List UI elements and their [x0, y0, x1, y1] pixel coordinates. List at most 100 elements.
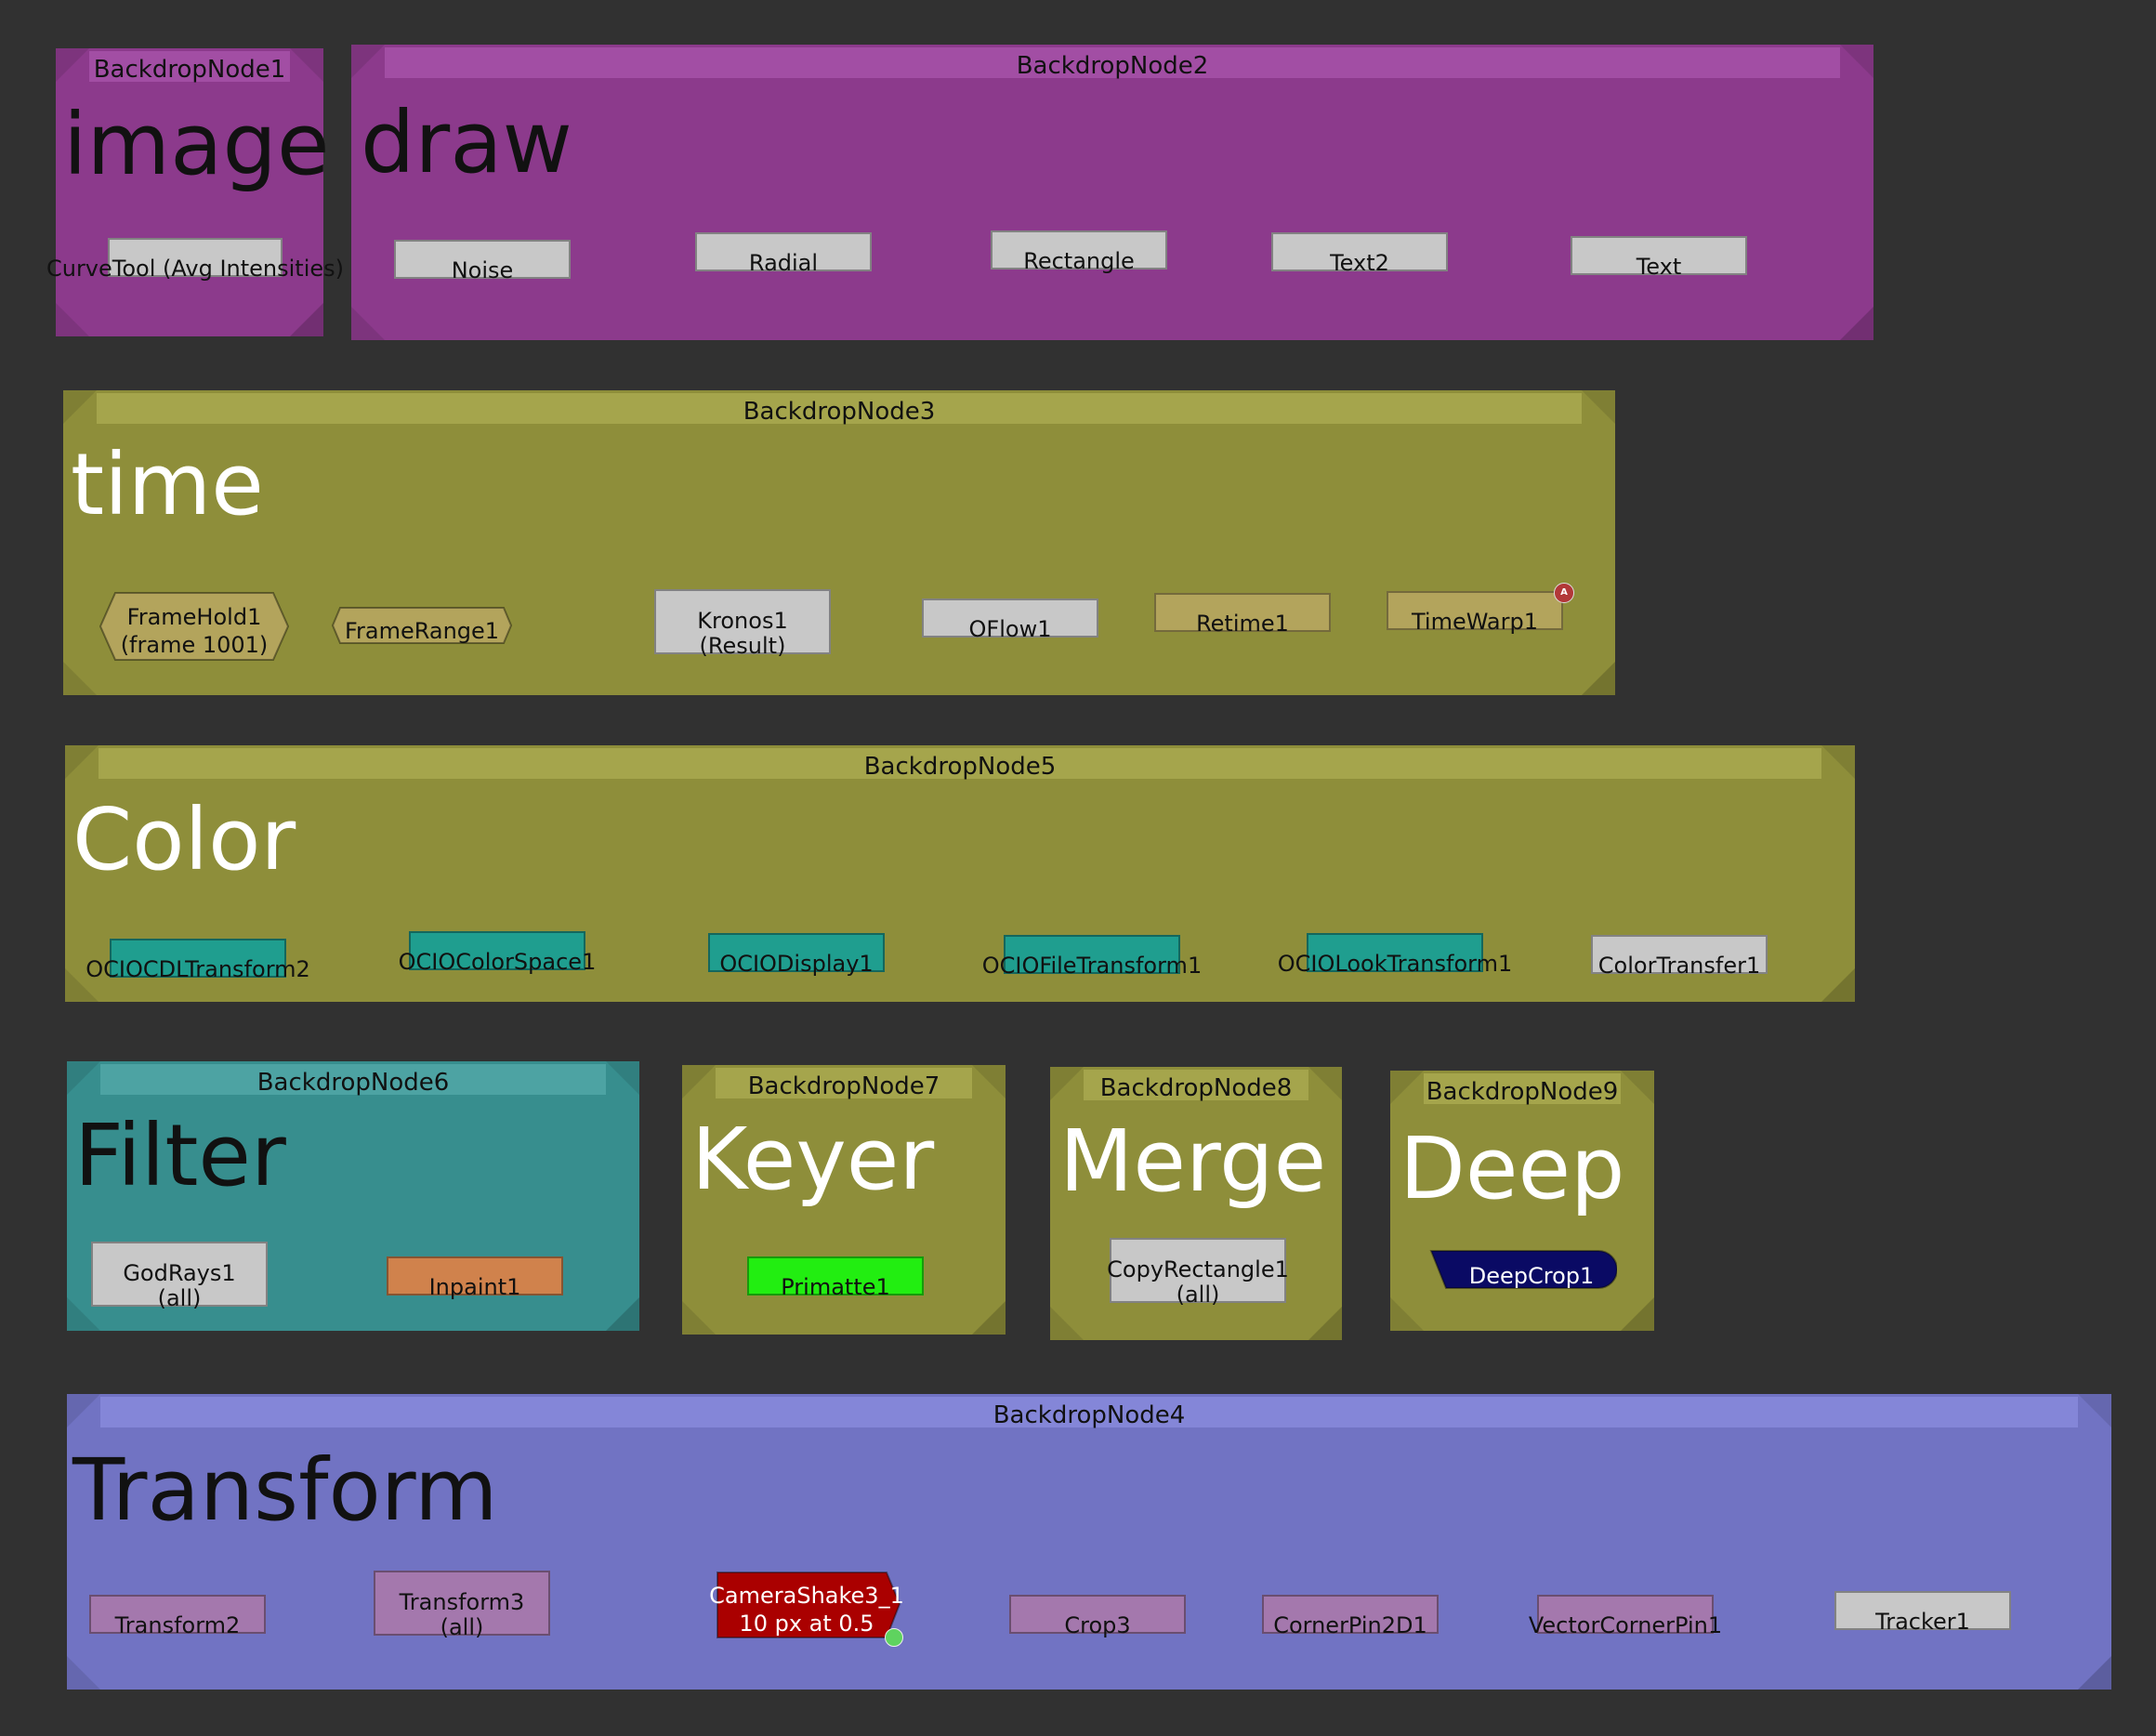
status-indicator-icon	[885, 1628, 903, 1647]
node-label: CopyRectangle1	[1107, 1256, 1289, 1283]
backdrop-corner	[67, 1656, 100, 1690]
backdrop-resize-handle[interactable]	[1308, 1307, 1342, 1340]
node-timewarp[interactable]: TimeWarp1	[1387, 591, 1563, 634]
backdrop-corner	[2078, 1394, 2111, 1427]
node-text2[interactable]: Text2	[1271, 232, 1448, 275]
backdrop-corner	[972, 1065, 1006, 1098]
node-label: TimeWarp1	[1411, 608, 1538, 635]
node-noise[interactable]: Noise	[394, 240, 571, 283]
node-camerashake[interactable]	[716, 1571, 901, 1639]
backdrop-resize-handle[interactable]	[1821, 968, 1855, 1002]
node-label: Crop3	[1064, 1611, 1131, 1638]
node-cornerpin2d[interactable]: CornerPin2D1	[1262, 1595, 1439, 1638]
backdrop-corner	[1050, 1307, 1084, 1340]
node-primatte[interactable]: Primatte1	[747, 1256, 924, 1299]
node-framehold[interactable]	[99, 591, 290, 662]
backdrop-corner	[351, 45, 385, 78]
backdrop-title: BackdropNode5	[99, 748, 1821, 781]
node-label: ColorTransfer1	[1597, 952, 1761, 979]
node-label: Rectangle	[1023, 247, 1135, 274]
node-oflow[interactable]: OFlow1	[922, 598, 1098, 642]
node-label: Tracker1	[1875, 1608, 1970, 1635]
backdrop-corner	[63, 390, 97, 424]
backdrop-title: BackdropNode1	[89, 51, 290, 84]
node-label: Primatte1	[781, 1273, 890, 1300]
node-rectangle[interactable]: Rectangle	[991, 230, 1167, 274]
backdrop-keyer[interactable]: BackdropNode7 Keyer	[682, 1065, 1006, 1335]
backdrop-corner	[682, 1301, 716, 1335]
node-tracker[interactable]: Tracker1	[1834, 1591, 2011, 1634]
backdrop-label: time	[71, 435, 264, 534]
node-label: Noise	[451, 256, 514, 283]
backdrop-label: Deep	[1400, 1119, 1625, 1218]
backdrop-corner	[1050, 1067, 1084, 1100]
node-label: OFlow1	[968, 615, 1052, 642]
backdrop-time[interactable]: BackdropNode3 time	[63, 390, 1615, 695]
backdrop-corner	[606, 1061, 639, 1095]
backdrop-corner	[67, 1394, 100, 1427]
node-label: FrameRange1	[344, 618, 500, 644]
backdrop-corner	[1840, 45, 1873, 78]
node-godrays[interactable]: GodRays1 (all)	[91, 1242, 268, 1311]
node-text[interactable]: Text	[1571, 236, 1747, 279]
node-ociofiletransform[interactable]: OCIOFileTransform1	[982, 935, 1202, 978]
backdrop-corner	[65, 745, 99, 779]
node-sublabel: (all)	[157, 1284, 202, 1311]
backdrop-corner	[682, 1065, 716, 1098]
node-ociodisplay[interactable]: OCIODisplay1	[708, 933, 885, 976]
backdrop-resize-handle[interactable]	[972, 1301, 1006, 1335]
backdrop-color[interactable]: BackdropNode5 Color	[65, 745, 1855, 1002]
backdrop-corner	[290, 48, 323, 82]
backdrop-corner	[65, 968, 99, 1002]
backdrop-title: BackdropNode6	[100, 1064, 606, 1097]
node-label: CornerPin2D1	[1273, 1611, 1427, 1638]
node-label: Transform2	[114, 1611, 241, 1638]
node-vectorcornerpin[interactable]: VectorCornerPin1	[1529, 1595, 1722, 1637]
node-label: Text2	[1330, 249, 1389, 276]
backdrop-title: BackdropNode7	[716, 1068, 972, 1100]
backdrop-resize-handle[interactable]	[2078, 1656, 2111, 1690]
backdrop-label: Color	[72, 790, 296, 889]
backdrop-corner	[1821, 745, 1855, 779]
node-crop3[interactable]: Crop3	[1009, 1595, 1186, 1638]
node-ociolooktransform[interactable]: OCIOLookTransform1	[1278, 933, 1512, 976]
node-label: Radial	[748, 249, 819, 276]
node-sublabel: (Result)	[699, 632, 786, 659]
node-label: Transform3	[399, 1589, 525, 1616]
node-deepcrop[interactable]	[1429, 1249, 1617, 1290]
node-label: GodRays1	[123, 1260, 236, 1287]
node-label: DeepCrop1	[1468, 1263, 1595, 1289]
node-label: Text	[1636, 253, 1682, 280]
backdrop-image[interactable]: BackdropNode1 image	[56, 48, 330, 336]
node-ociocdltransform[interactable]: OCIOCDLTransform2	[85, 939, 310, 981]
backdrop-corner	[67, 1061, 100, 1095]
node-kronos[interactable]: Kronos1 (Result)	[654, 589, 831, 658]
backdrop-resize-handle[interactable]	[1582, 662, 1615, 695]
node-curvetool[interactable]: CurveTool (Avg Intensities)	[46, 238, 344, 281]
node-colortransfer[interactable]: ColorTransfer1	[1591, 935, 1768, 978]
backdrop-title: BackdropNode3	[97, 393, 1582, 426]
node-retime[interactable]: Retime1	[1154, 593, 1331, 636]
node-framerange[interactable]	[331, 606, 513, 645]
backdrop-title: BackdropNode2	[385, 47, 1840, 80]
backdrop-resize-handle[interactable]	[606, 1297, 639, 1331]
node-sublabel: (frame 1001)	[120, 632, 269, 658]
node-transform2[interactable]: Transform2	[89, 1595, 266, 1638]
node-transform3[interactable]: Transform3 (all)	[374, 1571, 550, 1639]
backdrop-corner	[1308, 1067, 1342, 1100]
backdrop-transform[interactable]: BackdropNode4 Transform	[67, 1394, 2111, 1690]
backdrop-label: image	[63, 95, 330, 194]
node-ociocolorspace[interactable]: OCIOColorSpace1	[399, 931, 596, 974]
node-label: Kronos1	[697, 608, 788, 635]
node-camerashake-text: CameraShake3_1 10 px at 0.5	[706, 1582, 907, 1637]
node-copyrectangle[interactable]: CopyRectangle1 (all)	[1107, 1238, 1289, 1307]
backdrop-corner	[56, 48, 89, 82]
node-radial[interactable]: Radial	[695, 232, 872, 275]
backdrop-draw[interactable]: BackdropNode2 draw	[351, 45, 1873, 340]
backdrop-resize-handle[interactable]	[1621, 1297, 1654, 1331]
backdrop-resize-handle[interactable]	[1840, 307, 1873, 340]
node-label: OCIOCDLTransform2	[85, 955, 310, 982]
backdrop-deep[interactable]: BackdropNode9 Deep	[1390, 1071, 1654, 1331]
node-inpaint[interactable]: Inpaint1	[387, 1256, 563, 1299]
backdrop-resize-handle[interactable]	[290, 303, 323, 336]
